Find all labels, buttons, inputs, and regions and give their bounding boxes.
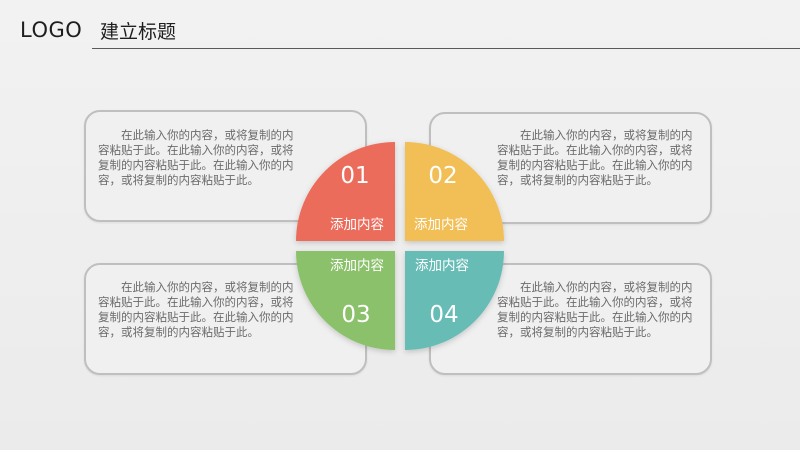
title-divider bbox=[92, 48, 800, 49]
quadrant-02-number: 02 bbox=[428, 163, 457, 189]
quadrant-02 bbox=[405, 142, 504, 241]
quadrant-03 bbox=[296, 251, 395, 350]
quadrant-03-number: 03 bbox=[341, 302, 370, 328]
quadrant-01-number: 01 bbox=[340, 163, 369, 189]
card-3-text: 在此输入你的内容，或将复制的内容粘贴于此。在此输入你的内容，或将复制的内容粘贴于… bbox=[98, 280, 294, 339]
card-4-text: 在此输入你的内容，或将复制的内容粘贴于此。在此输入你的内容，或将复制的内容粘贴于… bbox=[497, 280, 693, 339]
quadrant-04-number: 04 bbox=[429, 302, 458, 328]
quadrant-02-label: 添加内容 bbox=[414, 216, 468, 233]
page-title: 建立标题 bbox=[100, 21, 177, 43]
quadrant-01-label: 添加内容 bbox=[330, 216, 384, 233]
logo: LOGO bbox=[20, 18, 83, 42]
quadrant-group bbox=[296, 142, 504, 350]
quadrant-04-label: 添加内容 bbox=[415, 257, 469, 274]
quadrant-03-label: 添加内容 bbox=[330, 257, 384, 274]
text-card-1 bbox=[84, 110, 367, 222]
card-2-text: 在此输入你的内容，或将复制的内容粘贴于此。在此输入你的内容，或将复制的内容粘贴于… bbox=[497, 128, 693, 187]
quadrant-04 bbox=[405, 251, 504, 350]
card-1-text: 在此输入你的内容，或将复制的内容粘贴于此。在此输入你的内容，或将复制的内容粘贴于… bbox=[98, 128, 294, 187]
quadrant-circle: 01 添加内容 02 添加内容 添加内容 03 添加内容 04 bbox=[296, 142, 504, 350]
quadrant-01 bbox=[296, 142, 395, 241]
